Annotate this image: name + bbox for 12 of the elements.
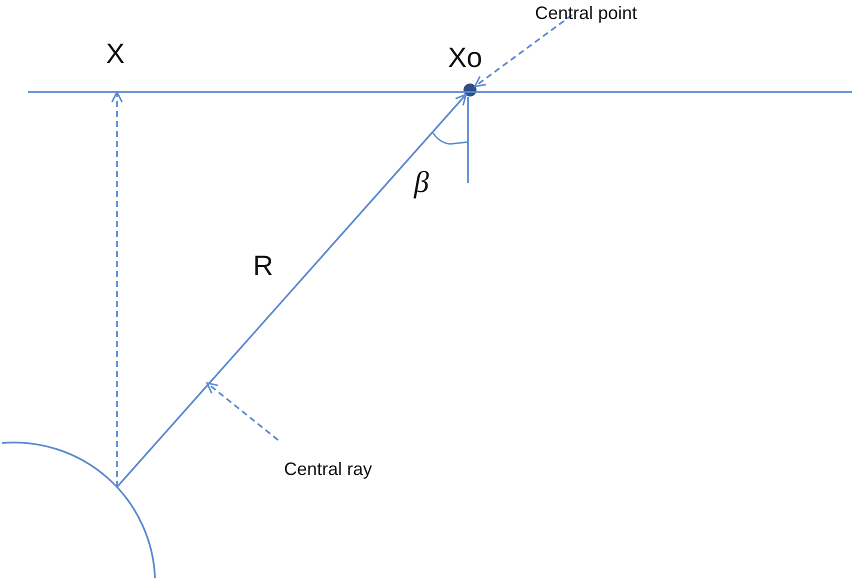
callout-text: Central ray <box>284 460 372 478</box>
leader-arrow <box>474 14 573 88</box>
horizontal-line <box>28 91 852 93</box>
axis-label: β <box>414 168 429 198</box>
arrow <box>116 94 467 488</box>
circle-arc <box>2 442 156 578</box>
leader-arrow <box>206 382 279 441</box>
callout-text: Central point <box>535 4 638 22</box>
axis-label: X <box>106 40 125 68</box>
edge-label: R <box>253 252 274 280</box>
point-label: Xo <box>448 44 482 72</box>
dashed-arrow <box>111 91 123 487</box>
